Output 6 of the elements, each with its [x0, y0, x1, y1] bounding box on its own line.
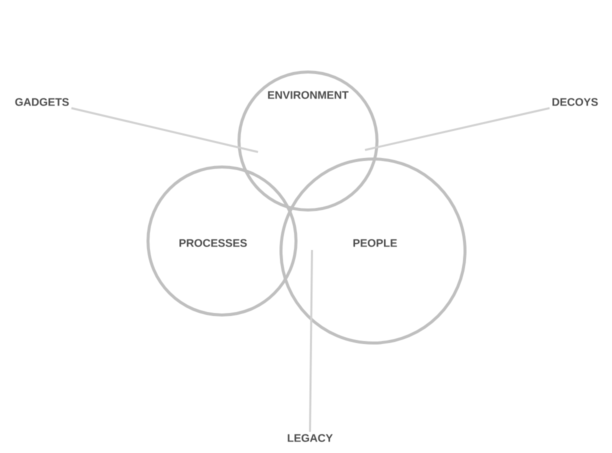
leader-line — [364, 107, 550, 151]
callout-label: GADGETS — [15, 98, 69, 106]
leader-line — [309, 250, 313, 432]
leader-line — [71, 107, 258, 153]
callout-label: DECOYS — [552, 98, 598, 106]
callout-label: LEGACY — [288, 434, 333, 442]
